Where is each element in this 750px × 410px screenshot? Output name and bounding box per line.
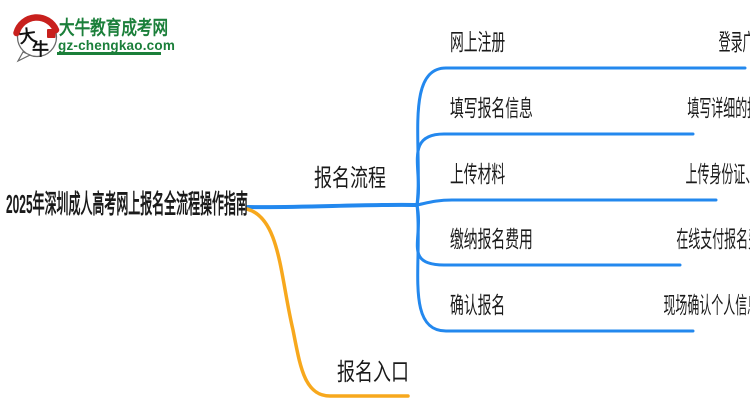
red-seal — [47, 29, 56, 38]
edge-flow-step-3 — [415, 198, 718, 207]
step-label: 缴纳报名费用 — [450, 226, 533, 252]
badge-char-1: 大 — [18, 25, 38, 47]
logo-badge-icon: 大 牛 — [13, 14, 60, 63]
step-detail: 填写详细的报考信息 — [687, 95, 750, 121]
step-detail: 登录广东省教育考试院官网进行注册 — [718, 29, 750, 55]
step-label: 网上注册 — [450, 29, 506, 55]
step-detail: 在线支付报名费用 — [676, 226, 750, 252]
edge-flow-step-2 — [415, 132, 695, 207]
flow-step-row: 上传材料 上传身份证、学历证明等材料 — [450, 158, 750, 187]
badge-char-2: 牛 — [32, 39, 49, 59]
site-domain: gz-chengkao.com — [58, 38, 176, 53]
step-detail: 上传身份证、学历证明等材料 — [685, 161, 750, 187]
domain-underline — [57, 52, 161, 55]
branch-flow-label: 报名流程 — [314, 165, 386, 192]
step-detail: 现场确认个人信息和材料 — [663, 292, 750, 318]
edge-title-to-entry — [245, 207, 410, 398]
page-title: 2025年深圳成人高考网上报名全流程操作指南 — [6, 189, 248, 219]
edge-title-to-flow — [246, 202, 419, 210]
speech-bubble-tail — [16, 51, 32, 63]
red-hat-arc — [13, 14, 60, 37]
site-name: 大牛教育成考网 — [59, 18, 169, 39]
branch-entry-label: 报名入口 — [337, 359, 409, 386]
step-label: 上传材料 — [450, 161, 506, 187]
step-label: 确认报名 — [450, 292, 506, 318]
step-label: 填写报名信息 — [450, 95, 533, 121]
flow-step-row: 确认报名 现场确认个人信息和材料 — [450, 289, 750, 318]
flow-step-row: 填写报名信息 填写详细的报考信息 — [450, 92, 750, 121]
flow-step-row: 缴纳报名费用 在线支付报名费用 — [450, 223, 750, 252]
edge-flow-step-5 — [415, 203, 695, 333]
flow-step-row: 网上注册 登录广东省教育考试院官网进行注册 — [450, 26, 750, 55]
